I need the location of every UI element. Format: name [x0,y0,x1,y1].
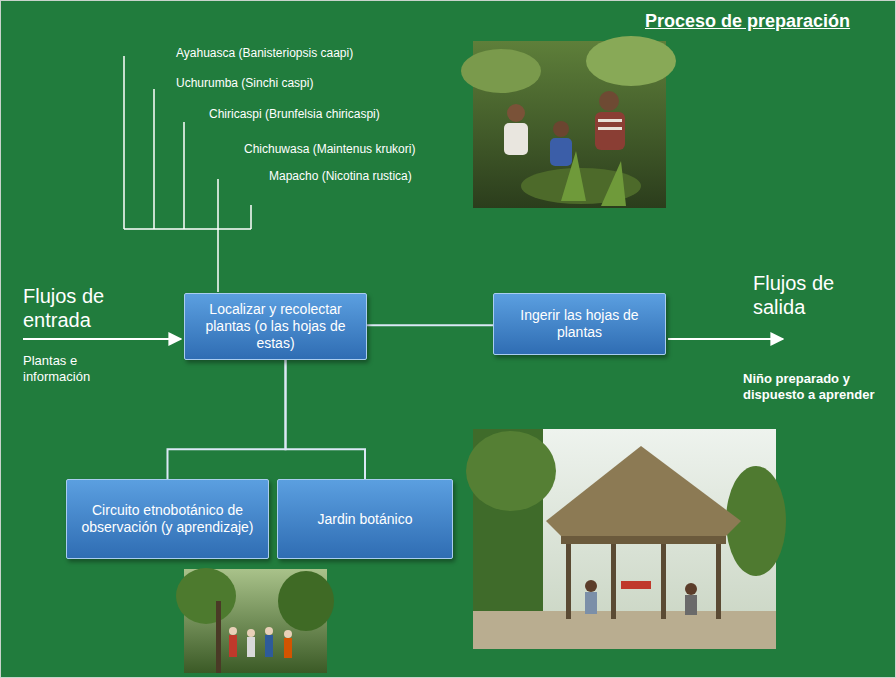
flow-label: Flujos de salida [753,271,883,319]
tree-line [123,56,125,229]
box-text: Ingerir las hojas de plantas [494,307,665,341]
box-text: Localizar y recolectar plantas (o las ho… [185,301,366,352]
ground [473,611,776,649]
hut-post [661,544,666,619]
photo-trail [176,568,334,673]
plant-label: Ayahuasca (Banisteriopsis caapi) [176,46,396,60]
connector [367,324,493,326]
flow-note: Niño preparado y dispuesto a aprender [743,371,889,403]
plant-label: Chichuwasa (Maintenus krukori) [244,142,464,156]
photo-hut [466,429,786,649]
hammock [621,581,651,589]
person-head [284,630,292,638]
person-body [247,637,255,657]
person-body [550,138,572,166]
flow-note: Plantas e información [23,353,143,385]
shirt-stripe [598,127,622,130]
plant-label: Mapacho (Nicotina rustica) [269,169,469,183]
person-head [599,91,619,111]
person-body [265,635,273,657]
person-head [247,629,255,637]
plant-tree [124,56,251,292]
person-body [595,112,625,150]
diagram-title: Proceso de preparación [645,11,850,32]
person-head [265,627,273,635]
hut-floor [561,536,726,544]
shirt-stripe [598,119,622,122]
person-body [284,638,292,658]
person-body [504,123,528,155]
person-head [507,104,525,122]
hut-post [611,544,616,619]
hut-post [566,544,571,619]
tree-line [153,89,155,229]
photo-forest-people [461,36,676,208]
foliage [586,36,676,86]
process-box: Jardin botánico [277,479,453,559]
connector [168,360,286,479]
process-box: Localizar y recolectar plantas (o las ho… [184,293,367,360]
box-text: Jardin botánico [310,511,421,528]
output-arrow [668,338,783,340]
person-body [229,635,237,657]
person-body [585,592,597,614]
tree-line [250,205,252,229]
box-text: Circuito etnobotánico de observación (y … [67,502,268,536]
tree-trunk [216,601,221,673]
hut-post [716,544,721,619]
tree-line [183,122,185,229]
foliage [278,571,334,631]
person-head [229,627,237,635]
input-arrow [23,338,181,340]
flow-label: Flujos de entrada [23,284,163,332]
trees [466,431,556,511]
connector [286,360,366,479]
plant-label: Chiricaspi (Brunfelsia chiricaspi) [209,107,429,121]
person-head [685,583,697,595]
foliage [461,49,541,93]
person-body [685,595,697,615]
person-head [585,580,597,592]
process-box: Ingerir las hojas de plantas [493,293,666,355]
plant-label: Uchurumba (Sinchi caspi) [176,76,376,90]
thatched-roof [546,446,741,536]
process-box: Circuito etnobotánico de observación (y … [66,479,269,559]
tree-line [124,228,251,230]
person-head [553,121,569,137]
foliage [176,568,236,624]
tree-line [217,179,219,292]
